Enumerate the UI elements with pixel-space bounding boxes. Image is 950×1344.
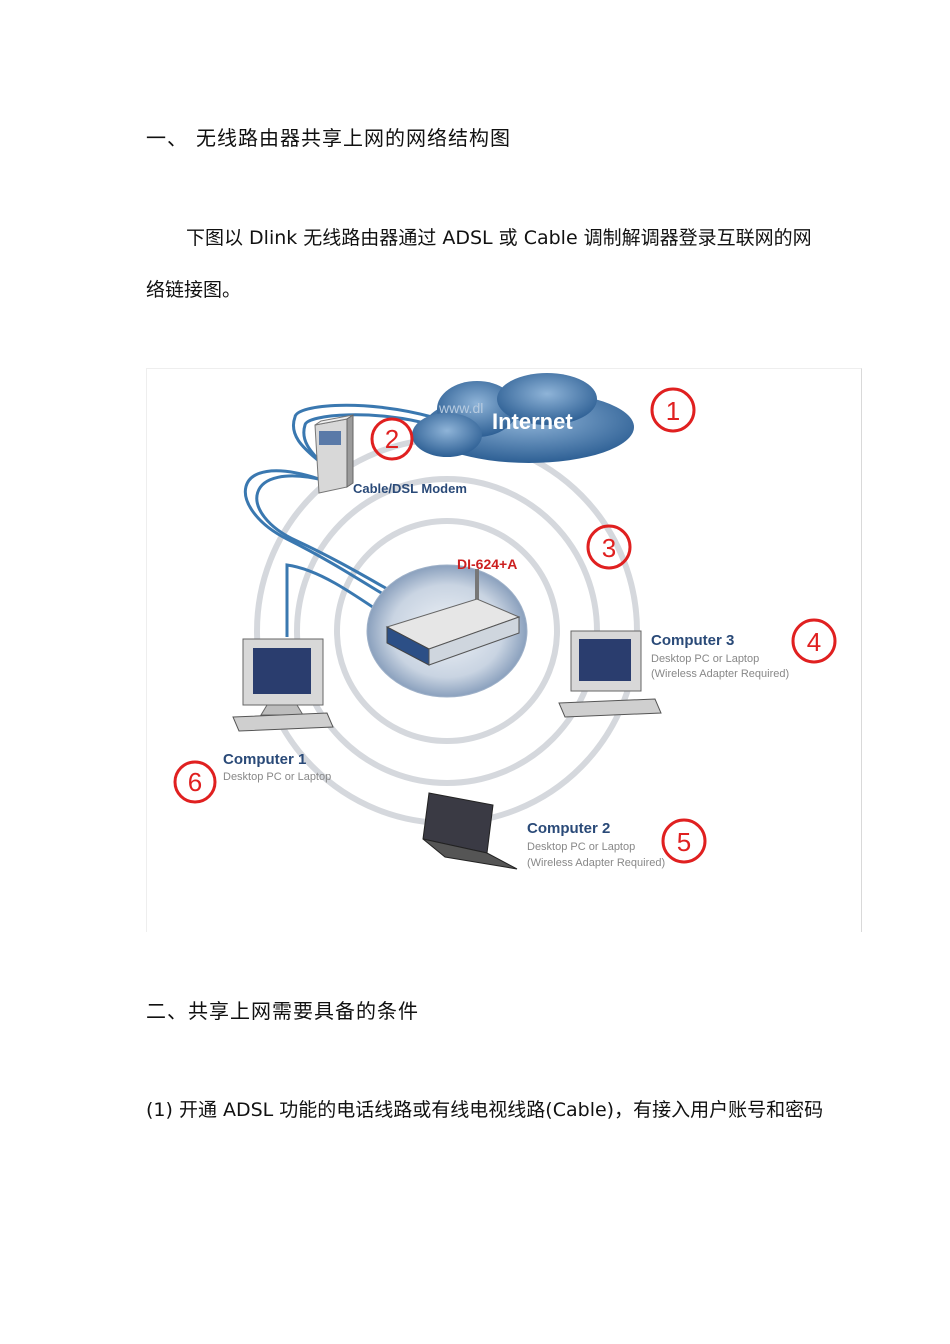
network-diagram: www.dl Internet Cable/DSL Modem DI-624+A	[146, 368, 862, 932]
marker-6: 6	[188, 767, 202, 797]
computer-1-name: Computer 1	[223, 751, 306, 768]
computer-3-note: (Wireless Adapter Required)	[651, 668, 789, 680]
intro-paragraph: 下图以 Dlink 无线路由器通过 ADSL 或 Cable 调制解调器登录互联…	[146, 227, 812, 301]
marker-5: 5	[677, 827, 691, 857]
internet-watermark: www.dl	[438, 400, 483, 416]
computer-2: Computer 2 Desktop PC or Laptop (Wireles…	[422, 792, 665, 870]
computer-1: Computer 1 Desktop PC or Laptop	[223, 638, 334, 783]
number-markers	[173, 387, 837, 864]
computer-2-note: (Wireless Adapter Required)	[527, 857, 665, 869]
computer-2-desc: Desktop PC or Laptop	[527, 841, 635, 853]
condition-1-paragraph: (1) 开通 ADSL 功能的电话线路或有线电视线路(Cable)，有接入用户账…	[146, 1099, 824, 1121]
section-1-heading: 一、无线路由器共享上网的网络结构图	[146, 122, 511, 151]
router-device: DI-624+A	[366, 556, 528, 698]
network-diagram-svg: www.dl Internet Cable/DSL Modem DI-624+A	[173, 373, 837, 870]
computer-1-desc: Desktop PC or Laptop	[223, 771, 331, 783]
section-1-number: 一、	[146, 126, 188, 150]
internet-cloud: www.dl Internet	[412, 373, 634, 463]
marker-3: 3	[602, 533, 616, 563]
router-label: DI-624+A	[457, 556, 517, 572]
section-1-title: 无线路由器共享上网的网络结构图	[196, 126, 511, 150]
modem-device: Cable/DSL Modem	[314, 414, 467, 496]
computer-3-name: Computer 3	[651, 632, 734, 649]
computer-3: Computer 3 Desktop PC or Laptop (Wireles…	[558, 630, 789, 718]
marker-2: 2	[385, 424, 399, 454]
marker-1: 1	[666, 396, 680, 426]
marker-4: 4	[807, 627, 821, 657]
computer-2-name: Computer 2	[527, 820, 610, 837]
internet-label: Internet	[492, 409, 573, 434]
computer-3-desc: Desktop PC or Laptop	[651, 653, 759, 665]
modem-label: Cable/DSL Modem	[353, 481, 467, 496]
section-2-heading: 二、共享上网需要具备的条件	[146, 999, 419, 1023]
